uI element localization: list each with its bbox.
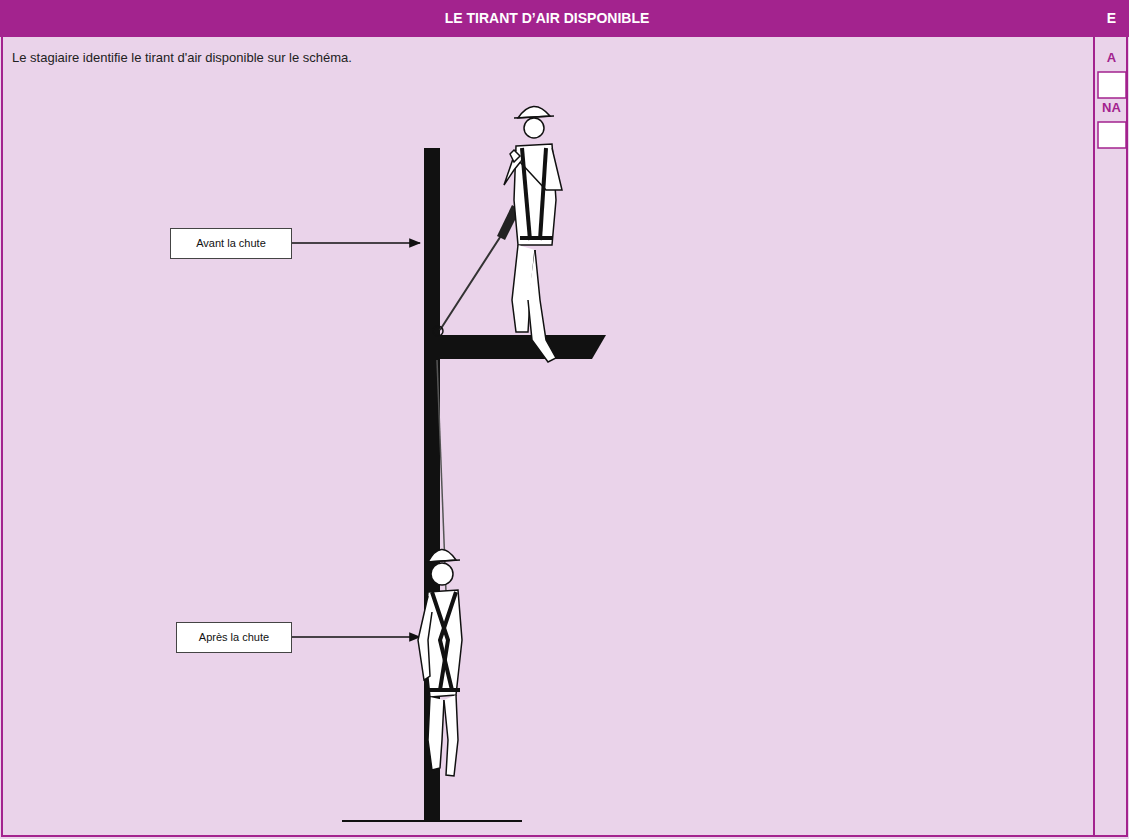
card-border [2, 36, 1127, 836]
column-divider [1093, 36, 1095, 836]
harness [520, 148, 552, 240]
callout-label: Avant la chute [171, 229, 291, 258]
check-box [1098, 122, 1126, 148]
platform [440, 335, 606, 359]
leader-arrow [292, 636, 420, 638]
anchor [433, 326, 443, 336]
instruction-text: Le stagiaire identifie le tirant d'air d… [12, 50, 1082, 65]
column-heading: E [1094, 0, 1129, 37]
harness [428, 592, 460, 690]
header-title: LE TIRANT D’AIR DISPONIBLE [0, 0, 1094, 37]
column-heading: NA [1094, 100, 1129, 115]
header-band: LE TIRANT D’AIR DISPONIBLEE [0, 0, 1129, 37]
worker-after [418, 549, 462, 776]
label-box: Avant la chute [170, 228, 292, 259]
worker-before [504, 106, 562, 362]
leader-arrow [292, 242, 420, 244]
callout-label: Après la chute [177, 623, 291, 652]
check-box [1098, 72, 1126, 98]
label-box: Après la chute [176, 622, 292, 653]
column-heading: A [1094, 50, 1129, 65]
